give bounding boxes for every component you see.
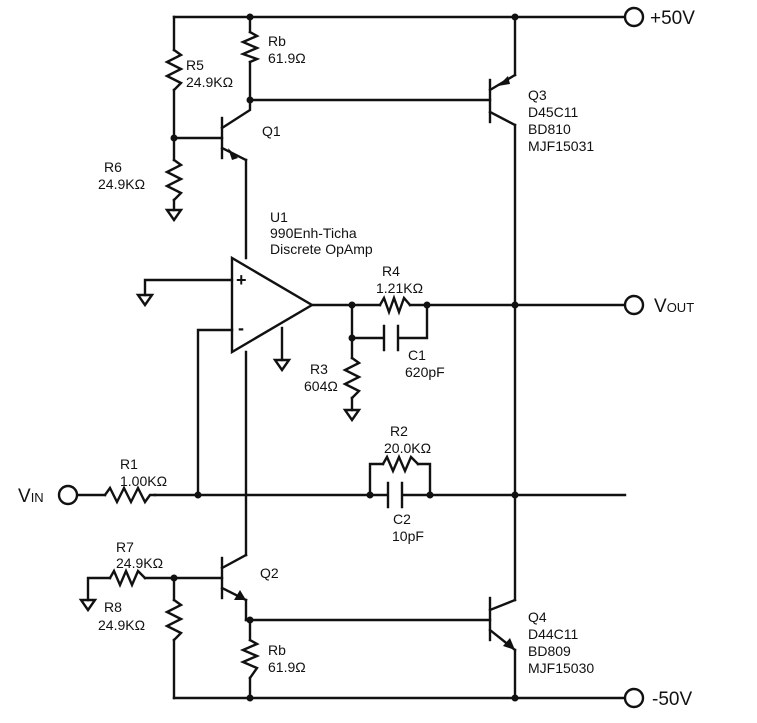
terminal-vminus: -50V xyxy=(623,687,692,710)
ground-icon xyxy=(164,208,184,223)
ground-icon xyxy=(272,358,292,373)
r2-value: 20.0KΩ xyxy=(384,440,431,456)
rb-bottom-value: 61.9Ω xyxy=(268,659,306,675)
resistor-r8: R8 24.9KΩ xyxy=(98,598,184,642)
r7-ref: R7 xyxy=(116,539,134,555)
r4-value: 1.21KΩ xyxy=(376,280,423,296)
q4-ref: Q4 xyxy=(528,609,547,625)
r1-ref: R1 xyxy=(120,456,138,472)
ground-icon xyxy=(78,598,98,613)
r6-value: 24.9KΩ xyxy=(98,176,145,192)
r4-ref: R4 xyxy=(382,263,400,279)
opamp-line2: Discrete OpAmp xyxy=(270,241,373,257)
r6-ref: R6 xyxy=(104,159,122,175)
transistor-q2: Q2 xyxy=(220,553,279,602)
vminus-label: -50V xyxy=(652,689,692,710)
q1-ref: Q1 xyxy=(262,123,281,139)
resistor-r3: R3 604Ω xyxy=(304,356,362,400)
rb-top-ref: Rb xyxy=(268,33,286,49)
r1-value: 1.00KΩ xyxy=(120,473,167,489)
opamp-u1: + - U1 990Enh-Ticha Discrete OpAmp xyxy=(230,209,373,355)
ground-icon xyxy=(342,408,362,423)
resistor-r2: R2 20.0KΩ xyxy=(381,423,431,475)
r5-value: 24.9KΩ xyxy=(186,74,233,90)
opamp-line1: 990Enh-Ticha xyxy=(270,225,357,241)
rb-top-value: 61.9Ω xyxy=(268,50,306,66)
resistor-rb-top: Rb 61.9Ω xyxy=(239,30,306,66)
c2-ref: C2 xyxy=(393,511,411,527)
opamp-minus-sign: - xyxy=(238,318,244,338)
r3-ref: R3 xyxy=(310,361,328,377)
r2-ref: R2 xyxy=(390,423,408,439)
c1-ref: C1 xyxy=(408,347,426,363)
vplus-label: +50V xyxy=(650,8,695,29)
resistor-r4: R4 1.21KΩ xyxy=(376,263,423,316)
resistor-r6: R6 24.9KΩ xyxy=(98,158,184,202)
resistor-rb-bottom: Rb 61.9Ω xyxy=(239,638,306,680)
q4-part2: BD809 xyxy=(528,643,571,659)
terminal-vplus: +50V xyxy=(623,6,695,29)
q2-ref: Q2 xyxy=(260,565,279,581)
resistor-r7: R7 24.9KΩ xyxy=(108,539,163,589)
r8-ref: R8 xyxy=(104,599,122,615)
q4-part3: MJF15030 xyxy=(528,660,594,676)
rb-bottom-ref: Rb xyxy=(268,642,286,658)
resistor-r5: R5 24.9KΩ xyxy=(164,48,233,92)
r5-ref: R5 xyxy=(186,57,204,73)
capacitor-c1: C1 620pF xyxy=(382,324,445,380)
q3-ref: Q3 xyxy=(528,87,547,103)
q3-part1: D45C11 xyxy=(528,104,579,120)
opamp-ref: U1 xyxy=(270,209,288,225)
opamp-plus-sign: + xyxy=(236,270,247,290)
capacitor-c2: C2 10pF xyxy=(386,481,424,544)
junction-dots xyxy=(170,13,519,702)
c2-value: 10pF xyxy=(392,528,424,544)
r8-value: 24.9KΩ xyxy=(98,617,145,633)
r7-value: 24.9KΩ xyxy=(116,555,163,571)
q4-part1: D44C11 xyxy=(528,626,579,642)
transistor-q3: Q3 D45C11 BD810 MJF15031 xyxy=(488,73,594,154)
transistor-q1: Q1 xyxy=(220,98,281,162)
q3-part3: MJF15031 xyxy=(528,138,594,154)
c1-value: 620pF xyxy=(405,364,445,380)
vin-label: VIN xyxy=(18,486,44,507)
r3-value: 604Ω xyxy=(304,378,338,394)
q3-part2: BD810 xyxy=(528,121,571,137)
vout-label: VOUT xyxy=(654,296,694,317)
transistor-q4: Q4 D44C11 BD809 MJF15030 xyxy=(488,596,594,676)
terminal-vout: VOUT xyxy=(623,294,694,317)
ground-icon xyxy=(135,293,155,308)
terminal-vin: VIN xyxy=(18,484,79,507)
resistor-r1: R1 1.00KΩ xyxy=(103,456,167,505)
